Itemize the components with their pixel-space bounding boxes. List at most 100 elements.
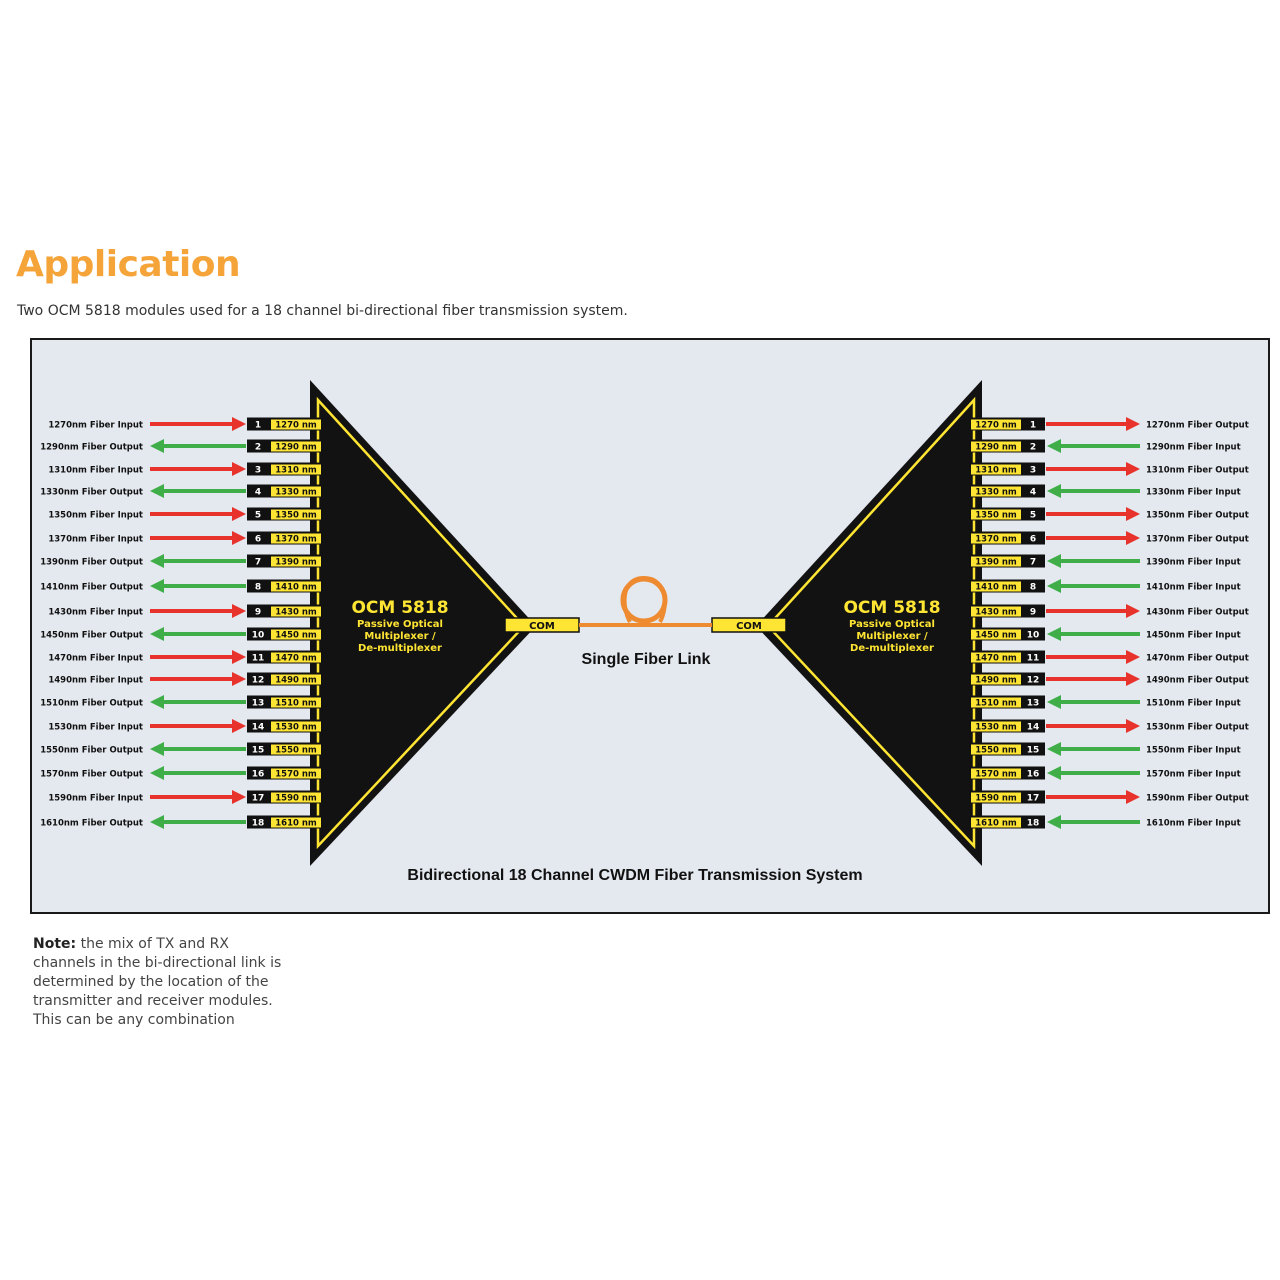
right-wavelength-badge [971,697,1021,708]
right-wavelength-badge [971,817,1021,828]
left-port-label: 1410nm Fiber Output [40,583,143,593]
right-wavelength-label: 1410 nm [975,583,1017,593]
left-port-label: 1610nm Fiber Output [40,819,143,829]
right-channel-number: 13 [1027,699,1040,709]
right-port-label: 1390nm Fiber Input [1146,558,1241,568]
tx-arrow-head-icon [232,462,246,476]
left-wavelength-badge [271,441,321,452]
right-wavelength-badge [971,509,1021,520]
right-wavelength-badge [971,606,1021,617]
rx-arrow-head-icon [1047,439,1061,453]
right-channel-number: 2 [1030,443,1036,453]
left-module-line1: Passive Optical [357,619,443,630]
left-wavelength-label: 1310 nm [275,466,317,476]
right-wavelength-badge [971,768,1021,779]
rx-arrow-head-icon [150,695,164,709]
tx-arrow-head-icon [1126,531,1140,545]
right-port-label: 1330nm Fiber Input [1146,488,1241,498]
right-module-line1: Passive Optical [849,619,935,630]
right-port-label: 1570nm Fiber Input [1146,770,1241,780]
right-module-line2: Multiplexer / [856,631,928,642]
right-wavelength-badge [971,792,1021,803]
right-wavelength-label: 1430 nm [975,608,1017,618]
left-wavelength-label: 1370 nm [275,535,317,545]
tx-arrow-head-icon [232,604,246,618]
right-port-label: 1470nm Fiber Output [1146,654,1249,664]
left-wavelength-label: 1410 nm [275,583,317,593]
left-channel-number: 4 [255,488,261,498]
left-port-label: 1490nm Fiber Input [48,676,143,686]
left-wavelength-label: 1610 nm [275,819,317,829]
left-wavelength-label: 1270 nm [275,421,317,431]
right-channel-number: 6 [1030,535,1036,545]
tx-arrow-head-icon [1126,672,1140,686]
left-wavelength-label: 1350 nm [275,511,317,521]
right-port-label: 1610nm Fiber Input [1146,819,1241,829]
left-wavelength-badge [271,581,321,592]
left-wavelength-badge [271,697,321,708]
rx-arrow-head-icon [1047,766,1061,780]
note-block: Note: the mix of TX and RX channels in t… [33,935,293,1030]
left-port-label: 1310nm Fiber Input [48,466,143,476]
left-channel-number: 12 [252,676,265,686]
rx-arrow-head-icon [150,579,164,593]
left-channel-number: 6 [255,535,261,545]
rx-arrow-head-icon [1047,627,1061,641]
cwdm-system-diagram: OCM 5818 Passive Optical Multiplexer / D… [30,338,1270,914]
rx-arrow-head-icon [1047,815,1061,829]
left-port-label: 1550nm Fiber Output [40,746,143,756]
left-wavelength-label: 1290 nm [275,443,317,453]
left-wavelength-badge [271,419,321,430]
left-wavelength-badge [271,606,321,617]
right-wavelength-badge [971,419,1021,430]
fiber-coil-icon [620,576,668,624]
left-port-label: 1470nm Fiber Input [48,654,143,664]
right-wavelength-label: 1570 nm [975,770,1017,780]
right-port-label: 1510nm Fiber Input [1146,699,1241,709]
rx-arrow-head-icon [150,766,164,780]
right-wavelength-label: 1610 nm [975,819,1017,829]
tx-arrow-head-icon [1126,790,1140,804]
right-port-label: 1430nm Fiber Output [1146,608,1249,618]
right-channel-number: 3 [1030,466,1036,476]
left-channel-number: 2 [255,443,261,453]
right-channel-number: 9 [1030,608,1036,618]
left-port-label: 1270nm Fiber Input [48,421,143,431]
right-port-label: 1550nm Fiber Input [1146,746,1241,756]
rx-arrow-head-icon [150,484,164,498]
right-wavelength-label: 1510 nm [975,699,1017,709]
right-port-label: 1270nm Fiber Output [1146,421,1249,431]
tx-arrow-head-icon [232,417,246,431]
left-port-label: 1290nm Fiber Output [40,443,143,453]
rx-arrow-head-icon [150,815,164,829]
left-wavelength-label: 1490 nm [275,676,317,686]
left-wavelength-badge [271,486,321,497]
right-wavelength-label: 1330 nm [975,488,1017,498]
system-label: Bidirectional 18 Channel CWDM Fiber Tran… [407,867,862,884]
right-wavelength-label: 1450 nm [975,631,1017,641]
rx-arrow-head-icon [150,439,164,453]
right-channel-number: 16 [1027,770,1040,780]
rx-arrow-head-icon [1047,484,1061,498]
left-channel-number: 14 [252,723,265,733]
left-module-line2: Multiplexer / [364,631,436,642]
right-com-label: COM [736,621,762,632]
rx-arrow-head-icon [150,742,164,756]
right-wavelength-badge [971,721,1021,732]
right-channel-number: 5 [1030,511,1036,521]
left-wavelength-badge [271,464,321,475]
left-module-body [310,380,536,866]
right-wavelength-label: 1590 nm [975,794,1017,804]
right-channel-number: 1 [1030,421,1036,431]
left-wavelength-label: 1430 nm [275,608,317,618]
right-wavelength-badge [971,533,1021,544]
